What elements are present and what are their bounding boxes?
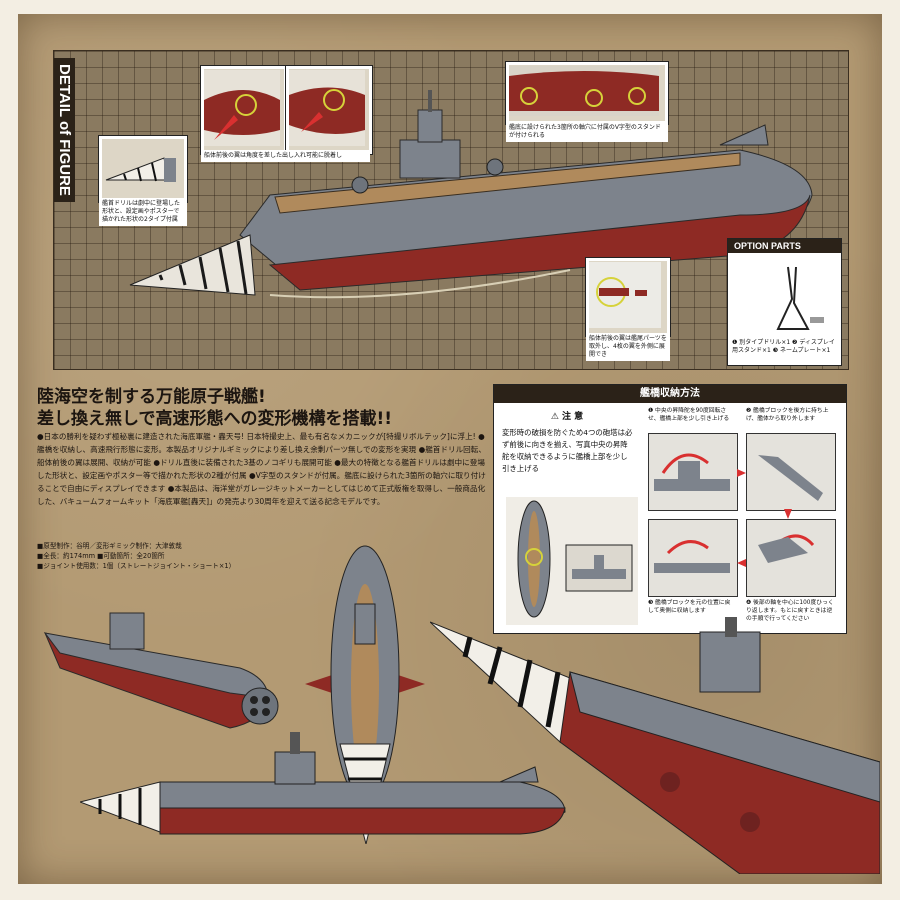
inset-portholes-image: [509, 66, 659, 116]
step3-photo: [648, 519, 738, 597]
caption-portholes: 艦底に設けられた3箇所の軸穴に付属のV字型のスタンドが付けられる: [506, 122, 668, 142]
headline-line1: 陸海空を制する万能原子戦艦!: [37, 387, 266, 407]
stow-diagram-image: [506, 497, 638, 625]
option-parts-title: OPTION PARTS: [728, 239, 841, 253]
spec-line2: ■全長：約174mm ■可動箇所：全20箇所: [37, 552, 165, 560]
headline-line2: 差し換え無しで高速形態への変形機構を搭載!!: [37, 409, 392, 429]
option-parts-note: ❶ 別タイプドリル×1 ❷ ディスプレイ用スタンド×1 ❸ ネームプレート×1: [732, 339, 835, 354]
option-parts-box: OPTION PARTS ❶ 別タイプドリル×1 ❷ ディスプレイ用スタンド×1…: [727, 238, 842, 366]
main-submarine: [129, 90, 813, 299]
caution-title: ⚠ 注 意: [550, 412, 584, 422]
inset-rear-image: [589, 262, 661, 328]
submarine-view-closeup: [430, 617, 880, 874]
spec-line1: ■原型制作：谷明／変形ギミック制作：大津敦哉: [37, 542, 182, 550]
specs: ■原型制作：谷明／変形ギミック制作：大津敦哉 ■全長：約174mm ■可動箇所：…: [37, 541, 267, 571]
step2-text: ❷ 艦橋ブロックを後方に持ち上げ、艦体から取り外します: [746, 408, 829, 422]
description-text: ●日本の勝利を疑わず極秘裏に建造された海底軍艦・轟天号! 日本特撮史上、最も有名…: [37, 432, 486, 506]
submarine-view-left: [43, 612, 279, 729]
submarine-view-side: [80, 732, 566, 835]
stand-image: [776, 266, 824, 330]
inset-front-fin-image: [204, 70, 280, 146]
headline: 陸海空を制する万能原子戦艦! 差し換え無しで高速形態への変形機構を搭載!!: [37, 386, 392, 430]
inset-rear-fin-image: [289, 70, 365, 146]
caption-drill: 艦首ドリルは劇中に登場した形状と、設定画やポスターで描かれた形状の2タイプ付属: [99, 198, 187, 226]
step4-text: ❹ 後部の軸を中心に100度ひっくり返します。もとに戻すときは逆の手順で行ってく…: [746, 600, 834, 622]
step4-photo: [746, 519, 836, 597]
stow-title: 艦橋収納方法: [494, 385, 846, 403]
caption-fins: 船体前後の翼は角度を差した出し入れ可能に脱着し: [201, 150, 370, 162]
caution-text: 変形時の破損を防ぐため4つの砲塔は必ず前後に向きを揃え、写真中央の昇降舵を収納で…: [502, 428, 633, 473]
step1-text: ❶ 中央の昇降舵を90度回転させ、艦橋上部を少し引き上げる: [648, 408, 730, 422]
step-photos-content: [654, 455, 823, 573]
bridge-stow-panel: 艦橋収納方法 ⚠ 注 意 変形時の破損を防ぐため4つの砲塔は必ず前後に向きを揃え…: [493, 384, 847, 634]
detail-title: DETAIL of FIGURE: [54, 58, 75, 202]
step3-text: ❸ 艦橋ブロックを元の位置に戻して奥側に収納します: [648, 600, 731, 614]
caution-title-text: 注 意: [562, 412, 584, 422]
inset-drill-image: [105, 157, 176, 182]
spec-line3: ■ジョイント使用数：1個（ストレートジョイント・ショート×1）: [37, 562, 236, 570]
submarine-view-top: [305, 545, 425, 844]
caption-rear: 船体前後の翼は艦尾パーツを取外し、4枚の翼を外側に展開でき: [586, 333, 670, 361]
